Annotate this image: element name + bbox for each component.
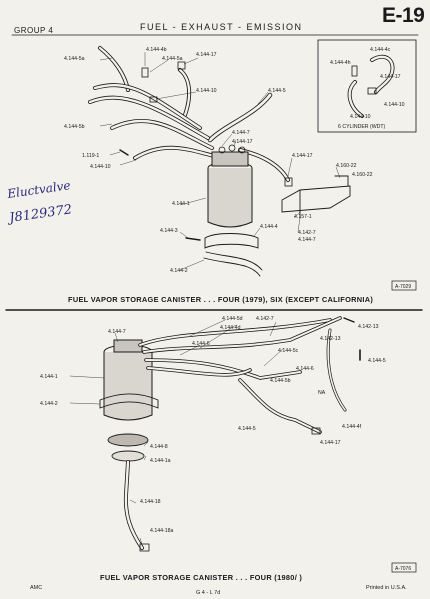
inset-label-4144-17: 4.144-17 [380,74,401,80]
label-4144-18: 4.144-18 [140,499,161,505]
label-4144-5d: 4.144-5d [222,316,243,322]
group-label: GROUP 4 [14,26,54,35]
label-4144-7: 4.144-7 [108,329,126,335]
label-4144-6-2: 4.144-6 [296,366,314,372]
label-4142-7: 4.142-7 [256,316,274,322]
label-4160-22: 4.160-22 [336,163,357,169]
label-4157-1: 4.157-1 [294,214,312,220]
label-4144-2: 4.144-2 [170,268,188,274]
label-4144-4d: 4.144-4d [220,325,241,331]
page-number: E-19 [382,4,425,27]
footer-center: G 4 - L 7d [196,590,221,596]
label-4144-3: 4.144-3 [160,228,178,234]
footer-right: Printed in U.S.A. [366,585,407,591]
footer-left: AMC [30,585,43,591]
label-4160-22-2: 4.160-22 [352,172,373,178]
label-4144-17-3: 4.144-17 [292,153,313,159]
label-4144-4: 4.144-4 [260,224,278,230]
label-4144-2: 4.144-2 [40,401,58,407]
figure1-caption: FUEL VAPOR STORAGE CANISTER . . . FOUR (… [68,295,373,304]
label-4144-5: 4.144-5 [268,88,286,94]
fig-number-1: A-7029 [395,284,411,290]
label-4144-5: 4.144-5 [368,358,386,364]
label-4144-5b: 4.144-5b [270,378,291,384]
label-1119-1: 1.119-1 [82,153,99,159]
label-4144-6: 4.144-6 [192,341,210,347]
inset-caption: 6 CYLINDER (WDT) [338,124,386,130]
label-4144-17-2: 4.144-17 [232,139,253,145]
label-4144-7: 4.144-7 [232,130,250,136]
section-title: FUEL - EXHAUST - EMISSION [140,22,303,32]
label-4144-8: 4.144-8 [150,444,168,450]
label-4144-5a: 4.144-5a [64,56,85,62]
label-4144-10: 4.144-10 [196,88,217,94]
handwritten-note-line1: Eluctvalve [5,178,71,201]
label-4144-5a-2: 4.144-5a [162,56,183,62]
handwritten-note-line2: J8129372 [5,202,73,226]
label-4144-18a: 4.144-18a [150,528,173,534]
label-4144-4b: 4.144-4b [146,47,167,53]
label-4144-7-2: 4.144-7 [298,237,316,243]
inset-label-4144-4h: 4.144-4h [330,60,351,66]
inset-label-4144-10: 4.144-10 [384,102,405,108]
label-4144-1: 4.144-1 [172,201,190,207]
inset-label-4144-10-2: 4.144-10 [350,114,371,120]
label-na: NA [318,390,326,396]
label-4144-10-2: 4.144-10 [90,164,111,170]
label-4144-5-2: 4.144-5 [238,426,256,432]
label-4144-4f: 4.144-4f [342,424,362,430]
label-4142-13: 4.142-13 [358,324,379,330]
figure2-caption: FUEL VAPOR STORAGE CANISTER . . . FOUR (… [100,573,302,582]
label-4144-1a: 4.144-1a [150,458,171,464]
label-4142-13-2: 4.142-13 [320,336,341,342]
label-4144-5b: 4.144-5b [64,124,85,130]
inset-label-4144-4c: 4.144-4c [370,47,391,53]
label-4144-17: 4.144-17 [196,52,217,58]
fig-number-2: A-7076 [395,566,411,572]
label-4144-1: 4.144-1 [40,374,58,380]
label-4144-17: 4.144-17 [320,440,341,446]
label-4144-5c: 4.144-5c [278,348,299,354]
inset-box [317,39,417,133]
label-4142-7: 4.142-7 [298,230,316,236]
